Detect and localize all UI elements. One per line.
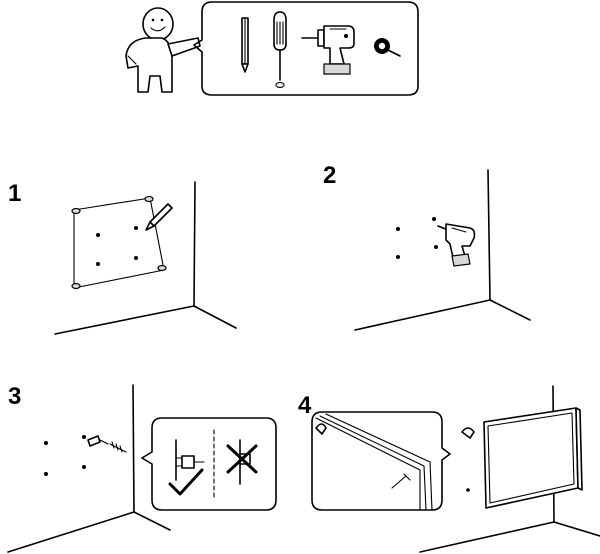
mounting-detail-callout <box>311 411 451 511</box>
step-number: 2 <box>323 162 336 189</box>
pencil-icon <box>241 17 249 73</box>
step-2: 2 <box>323 162 531 331</box>
board-panel <box>483 407 583 509</box>
step-4: 4 <box>298 385 600 553</box>
detail-callout <box>141 417 277 511</box>
step-number: 1 <box>8 180 21 207</box>
step-number: 3 <box>8 383 21 410</box>
pencil-icon <box>145 203 173 231</box>
step-3: 3 <box>7 383 277 553</box>
drill-icon <box>437 223 476 267</box>
check-icon <box>168 468 204 496</box>
step-number: 4 <box>298 392 312 419</box>
screw-icon <box>87 435 127 453</box>
tools-callout <box>193 1 419 96</box>
tape-icon <box>374 38 401 57</box>
hook-icon <box>315 423 327 435</box>
drill-icon <box>301 25 355 75</box>
incorrect-example <box>226 439 258 485</box>
correct-example <box>168 439 205 496</box>
screwdriver-icon <box>273 11 287 89</box>
step-1: 1 <box>8 180 237 335</box>
cross-icon <box>226 444 258 474</box>
corner-marks <box>71 195 167 290</box>
hook-icon <box>461 427 475 439</box>
person-figure <box>125 7 201 93</box>
